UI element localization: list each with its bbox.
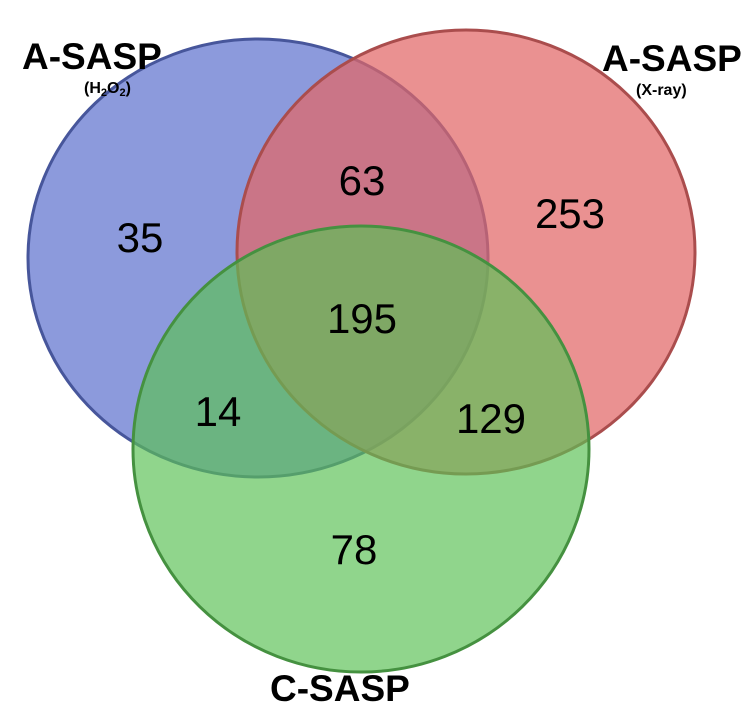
set-title-csasp: C-SASP [270,668,410,709]
region-count-all-three: 195 [327,295,397,342]
set-circle-csasp [131,224,591,674]
set-title-xray: A-SASP [602,38,742,79]
set-title-h2o2: A-SASP [22,36,162,77]
set-label-csasp: C-SASP [270,670,410,707]
set-subtitle-xray: (X-ray) [636,82,687,99]
region-count-xray-csasp: 129 [456,395,526,442]
region-count-h2o2-xray: 63 [339,157,386,204]
set-label-xray: A-SASP (X-ray) [602,40,742,99]
region-count-h2o2-csasp: 14 [195,388,242,435]
set-label-h2o2: A-SASP (H2O2) [22,36,162,99]
region-count-h2o2-only: 35 [117,214,164,261]
region-count-xray-only: 253 [535,190,605,237]
region-count-csasp-only: 78 [331,526,378,573]
set-subtitle-h2o2: (H2O2) [84,80,131,99]
